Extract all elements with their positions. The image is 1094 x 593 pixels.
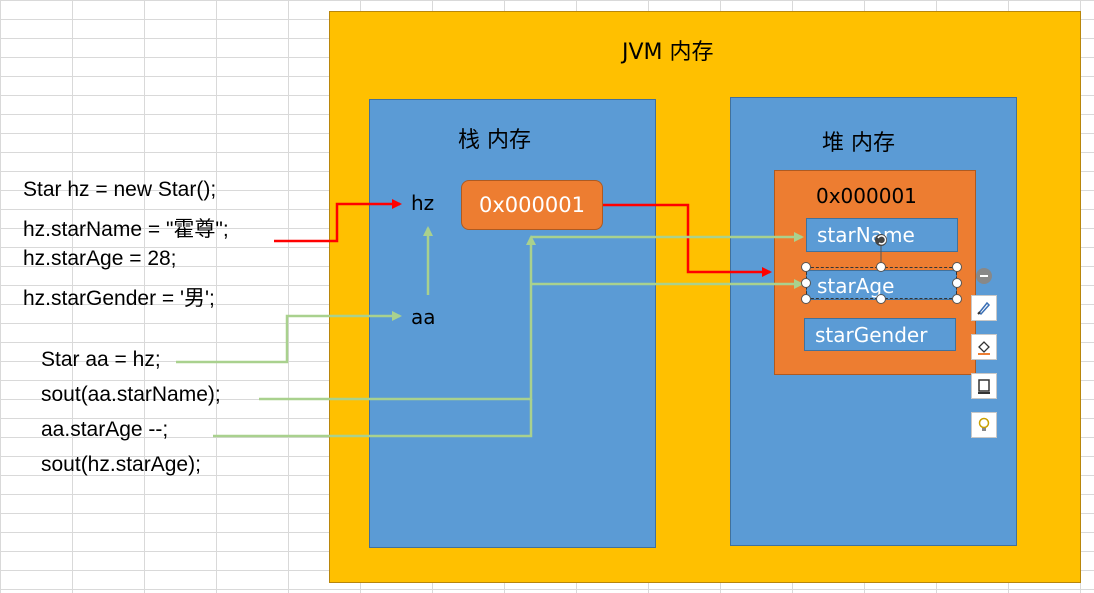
outline-icon[interactable] bbox=[971, 373, 997, 399]
brush-icon[interactable] bbox=[971, 295, 997, 321]
heap-title: 堆 内存 bbox=[822, 131, 895, 156]
field-starGender[interactable]: starGender bbox=[804, 318, 956, 351]
resize-handle[interactable] bbox=[801, 262, 811, 272]
fill-icon[interactable] bbox=[971, 334, 997, 360]
var-hz: hz bbox=[411, 191, 435, 215]
jvm-title: JVM 内存 bbox=[622, 40, 714, 65]
stack-title: 栈 内存 bbox=[458, 128, 531, 153]
stack-memory-area[interactable] bbox=[369, 99, 656, 548]
arrow-aa-starage bbox=[213, 399, 533, 438]
code-line: sout(hz.starAge); bbox=[41, 453, 201, 476]
resize-handle[interactable] bbox=[952, 294, 962, 304]
collapse-icon[interactable] bbox=[976, 268, 992, 284]
code-line: Star aa = hz; bbox=[41, 348, 161, 371]
arrow-code-to-hz bbox=[274, 199, 402, 243]
field-starName[interactable]: starName bbox=[806, 218, 958, 252]
lightbulb-icon[interactable] bbox=[971, 412, 997, 438]
resize-handle[interactable] bbox=[876, 294, 886, 304]
resize-handle[interactable] bbox=[952, 262, 962, 272]
code-line: sout(aa.starName); bbox=[41, 383, 221, 406]
stack-address-label: 0x000001 bbox=[479, 193, 585, 217]
code-line: Star hz = new Star(); bbox=[23, 178, 217, 201]
resize-handle[interactable] bbox=[801, 278, 811, 288]
code-line: hz.starAge = 28; bbox=[23, 247, 177, 270]
code-line: aa.starAge --; bbox=[41, 418, 169, 441]
resize-handle[interactable] bbox=[876, 262, 886, 272]
arrow-address-to-object bbox=[603, 203, 772, 277]
resize-handle[interactable] bbox=[952, 278, 962, 288]
code-line: hz.starName = "霍尊"; bbox=[23, 218, 229, 241]
stack-address-box[interactable]: 0x000001 bbox=[461, 180, 603, 230]
arrow-sout-aa bbox=[259, 235, 536, 401]
code-line: hz.starGender = '男'; bbox=[23, 287, 215, 310]
arrow-code-to-aa bbox=[176, 311, 402, 364]
var-aa: aa bbox=[411, 305, 436, 329]
heap-object-address: 0x000001 bbox=[816, 184, 917, 208]
resize-handle[interactable] bbox=[801, 294, 811, 304]
